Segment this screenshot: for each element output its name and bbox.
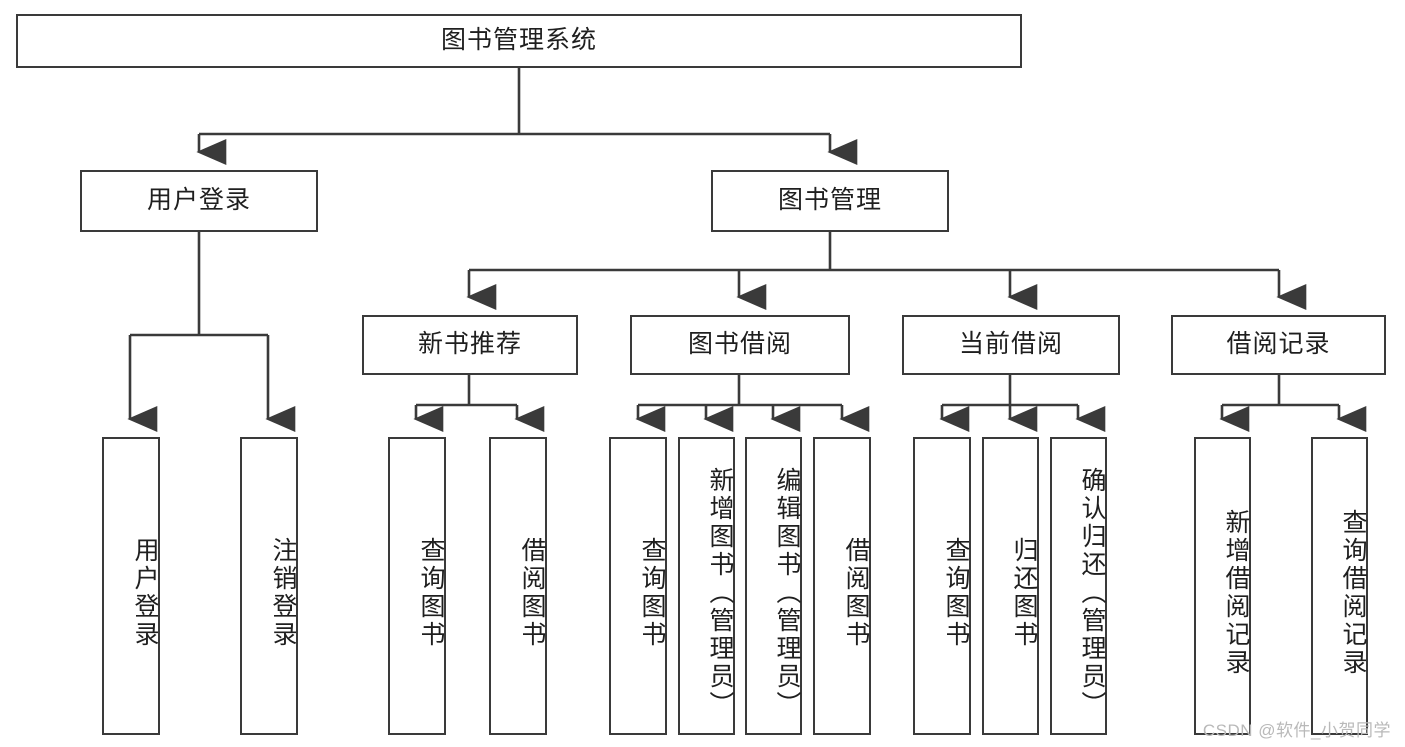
node-leaf-confirm-return[interactable]: 确认归还（管理员） (1050, 437, 1107, 735)
node-user-login[interactable]: 用户登录 (80, 170, 318, 232)
node-book-borrow[interactable]: 图书借阅 (630, 315, 850, 375)
node-label: 图书管理 (777, 186, 882, 215)
node-label: 归还图书 (1010, 537, 1038, 649)
node-label: 借阅图书 (518, 537, 546, 649)
node-leaf-query-book-3[interactable]: 查询图书 (913, 437, 971, 735)
node-label: 查询图书 (638, 537, 666, 649)
node-label: 新增图书（管理员） (706, 467, 734, 719)
node-book-management[interactable]: 图书管理 (711, 170, 949, 232)
node-label: 当前借阅 (958, 330, 1063, 359)
node-new-book-recommend[interactable]: 新书推荐 (362, 315, 578, 375)
node-leaf-query-book-2[interactable]: 查询图书 (609, 437, 667, 735)
node-leaf-logout-login[interactable]: 注销登录 (240, 437, 298, 735)
node-label: 借阅图书 (842, 537, 870, 649)
node-borrow-record[interactable]: 借阅记录 (1171, 315, 1386, 375)
node-leaf-user-login[interactable]: 用户登录 (102, 437, 160, 735)
node-leaf-query-book-1[interactable]: 查询图书 (388, 437, 446, 735)
node-label: 新增借阅记录 (1222, 509, 1250, 677)
node-current-borrow[interactable]: 当前借阅 (902, 315, 1120, 375)
node-leaf-add-record[interactable]: 新增借阅记录 (1194, 437, 1251, 735)
node-label: 借阅记录 (1226, 330, 1331, 359)
node-label: 用户登录 (146, 186, 251, 215)
node-label: 图书借阅 (687, 330, 792, 359)
node-label: 查询借阅记录 (1339, 509, 1367, 677)
node-label: 图书管理系统 (440, 26, 597, 55)
node-leaf-borrow-book-1[interactable]: 借阅图书 (489, 437, 547, 735)
node-label: 确认归还（管理员） (1078, 467, 1106, 719)
node-label: 新书推荐 (417, 330, 522, 359)
node-label: 注销登录 (269, 537, 297, 649)
node-leaf-return-book[interactable]: 归还图书 (982, 437, 1039, 735)
node-label: 用户登录 (131, 537, 159, 649)
node-leaf-borrow-book-2[interactable]: 借阅图书 (813, 437, 871, 735)
node-leaf-add-book[interactable]: 新增图书（管理员） (678, 437, 735, 735)
node-label: 查询图书 (417, 537, 445, 649)
node-leaf-edit-book[interactable]: 编辑图书（管理员） (745, 437, 802, 735)
node-label: 编辑图书（管理员） (773, 467, 801, 719)
node-root-book-management-system[interactable]: 图书管理系统 (16, 14, 1022, 68)
node-leaf-query-record[interactable]: 查询借阅记录 (1311, 437, 1368, 735)
node-label: 查询图书 (942, 537, 970, 649)
watermark-text: CSDN @软件_小贺同学 (1202, 721, 1391, 740)
